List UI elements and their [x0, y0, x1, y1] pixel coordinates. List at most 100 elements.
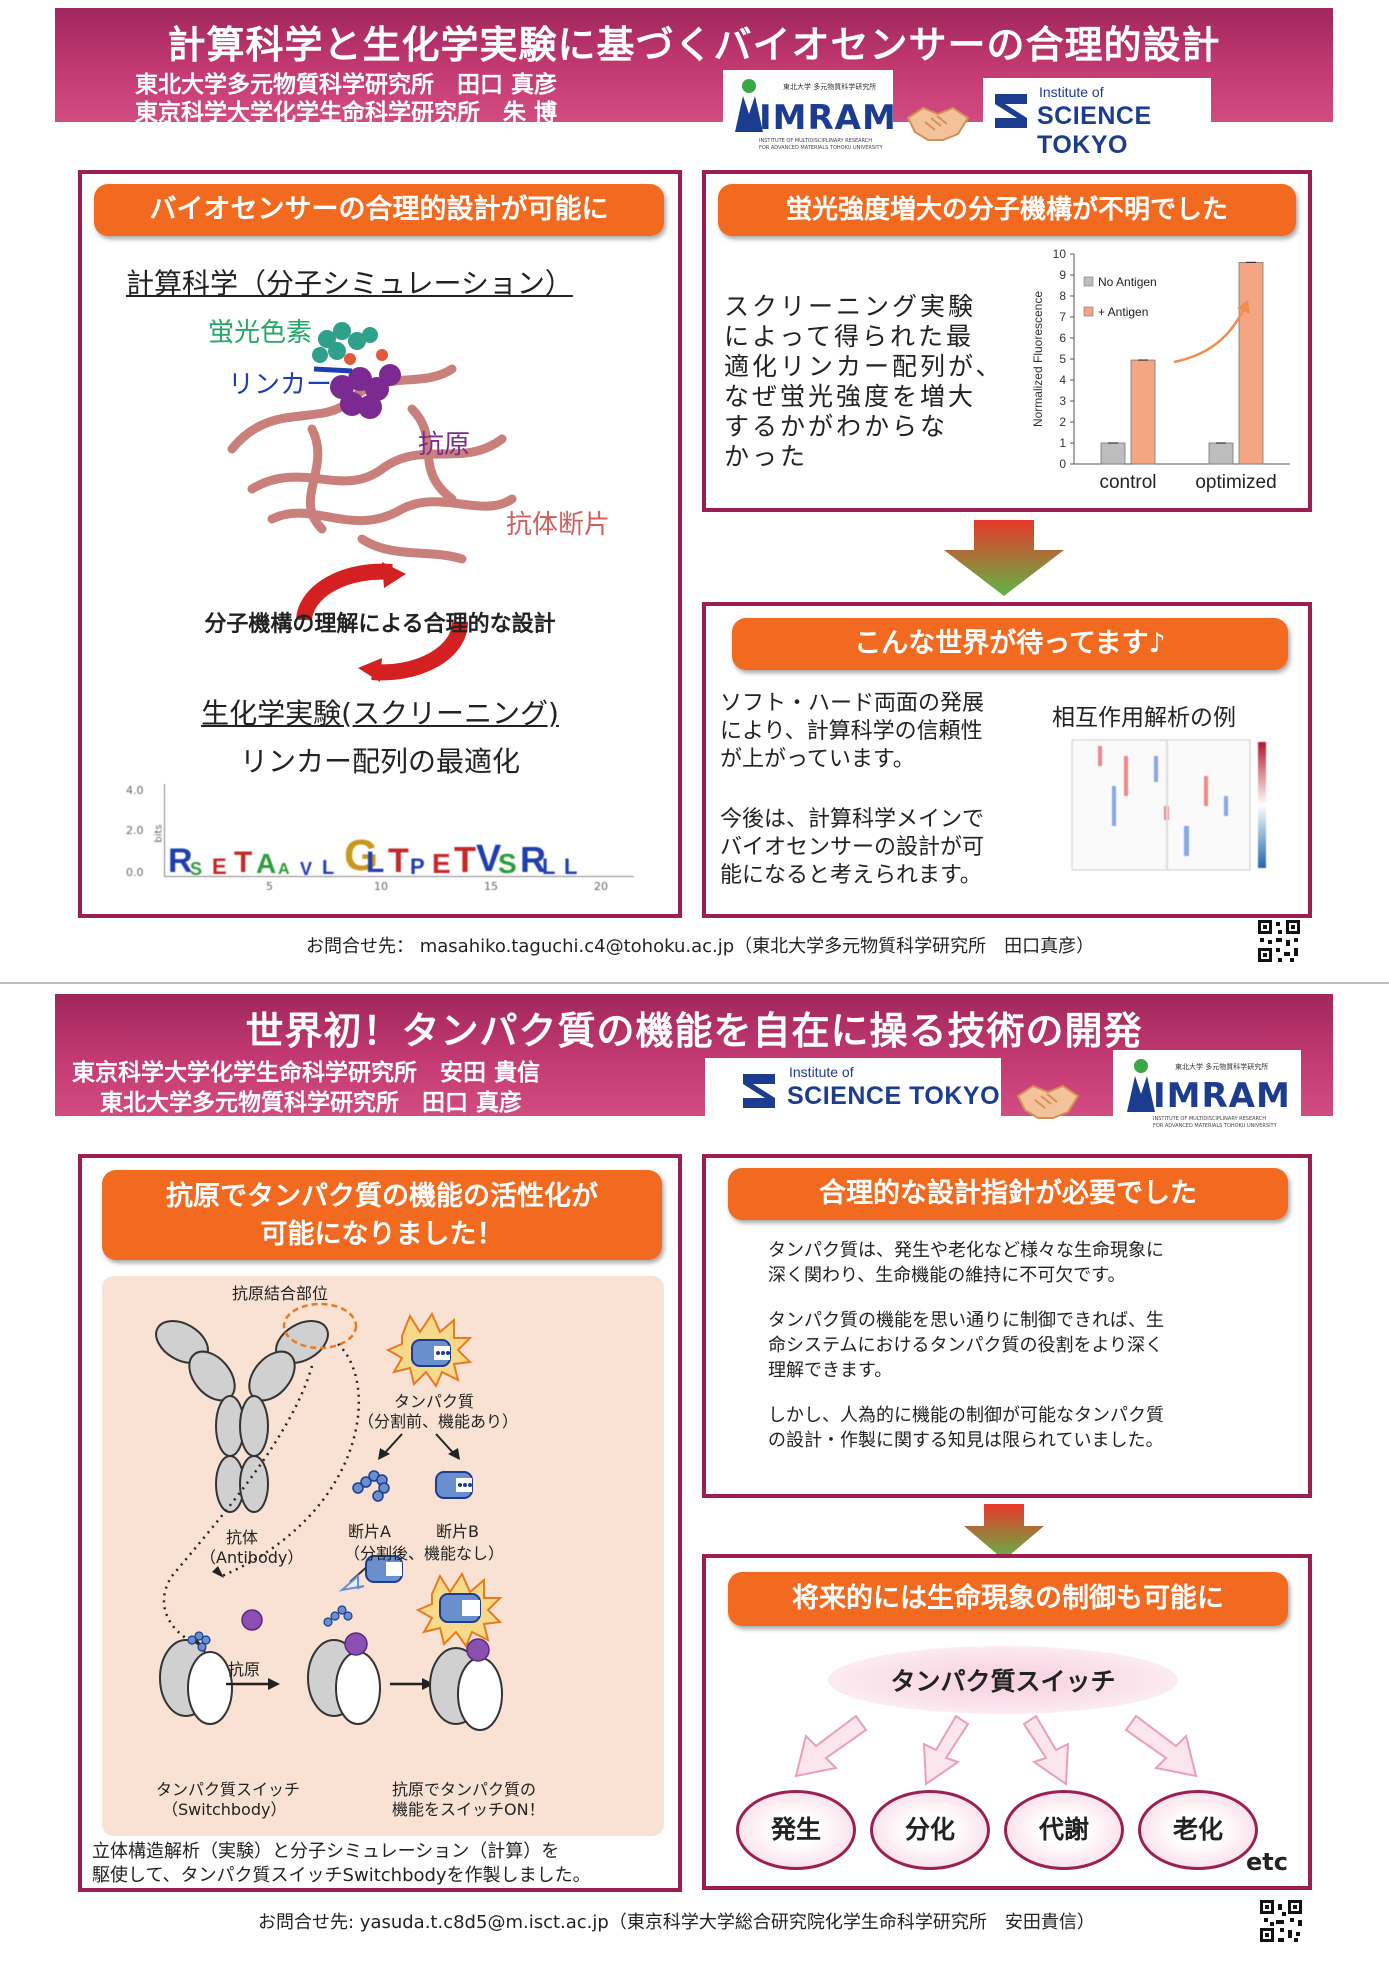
switchbody-illustration — [155, 1302, 503, 1731]
diagram-caption: 立体構造解析（実験）と分子シミュレーション（計算）を 駆使して、タンパク質スイッ… — [92, 1840, 591, 1888]
logo-letter: T — [454, 839, 476, 880]
caption-line: 立体構造解析（実験）と分子シミュレーション（計算）を — [92, 1841, 560, 1862]
chart-trend-arrow — [1173, 307, 1246, 364]
imram-logo: 東北大学 多元物質科学研究所 IMRAM INSTITUTE OF MULTID… — [723, 70, 896, 154]
poster-section-biosensor: 計算科学と生化学実験に基づくバイオセンサーの合理的設計 東北大学多元物質科学研究… — [0, 0, 1389, 980]
logo-xtick: 5 — [266, 880, 273, 893]
chart-y-tick-label: 6 — [1059, 331, 1066, 345]
body-line: するかがわからな — [724, 412, 949, 441]
chart-y-tick-label: 8 — [1059, 289, 1066, 303]
logo-letter: P — [410, 854, 425, 879]
section2-banner: 世界初！タンパク質の機能を自在に操る技術の開発 東京科学大学化学生命科学研究所 … — [55, 994, 1333, 1130]
para-line: ソフト・ハード両面の発展 — [720, 691, 985, 716]
science-tokyo-inst: Institute of — [789, 1064, 854, 1080]
down-arrow-icon — [944, 520, 1064, 596]
science-tokyo-name: SCIENCE TOKYO — [787, 1082, 1001, 1110]
linker-label: リンカー — [228, 370, 333, 400]
chart-y-tick-label: 7 — [1059, 310, 1066, 324]
logo-ylabel: bits — [153, 824, 165, 843]
mechanism-unknown-panel: 蛍光強度増大の分子機構が不明でした スクリーニング実験 によって得られた最 適化… — [702, 170, 1312, 512]
life-process-item: 老化 — [1138, 1790, 1258, 1870]
chart-legend-label: + Antigen — [1098, 305, 1148, 319]
logo-xtick: 15 — [484, 880, 498, 893]
logo-letter: T — [234, 846, 253, 879]
life-process-item: 発生 — [736, 1790, 856, 1870]
experiment-label: 生化学実験(スクリーニング) — [201, 697, 559, 730]
chart-bar — [1100, 442, 1126, 465]
imram-emblem-icon — [735, 79, 763, 132]
logo-letter: A — [278, 861, 290, 878]
fragment-b-label: 断片B — [436, 1522, 479, 1541]
qr-code-icon — [1256, 918, 1302, 964]
section1-contact: お問合せ先： masahiko.taguchi.c4@tohoku.ac.jp（… — [306, 936, 1095, 957]
section2-title: 世界初！タンパク質の機能を自在に操る技術の開発 — [245, 1009, 1143, 1053]
section2-contact: お問合せ先: yasuda.t.c8d5@m.isct.ac.jp（東京科学大学… — [258, 1912, 1095, 1933]
section1-banner: 計算科学と生化学実験に基づくバイオセンサーの合理的設計 東北大学多元物質科学研究… — [55, 8, 1333, 159]
imram-logo: 東北大学 多元物質科学研究所 IMRAM INSTITUTE OF MULTID… — [1113, 1050, 1301, 1130]
science-tokyo-emblem-icon — [995, 94, 1027, 128]
protein-switch-label: タンパク質スイッチ — [890, 1667, 1116, 1696]
handshake-icon — [1016, 1084, 1080, 1119]
logo-letter: L — [322, 857, 335, 879]
section1-author1: 東北大学多元物質科学研究所 田口 真彦 — [135, 72, 558, 98]
switch-on-label-2: 機能をスイッチON！ — [392, 1800, 545, 1819]
chart-legend-label: No Antigen — [1098, 275, 1157, 289]
protein-structure-figure — [227, 322, 517, 564]
imram-small-text: 東北大学 多元物質科学研究所 — [783, 83, 877, 91]
section2-author1: 東京科学大学化学生命科学研究所 安田 貴信 — [72, 1060, 541, 1086]
switchbody-label-en: （Switchbody） — [162, 1800, 287, 1819]
chart-trend-arrowhead — [1237, 300, 1250, 314]
guideline-text: タンパク質は、発生や老化など様々な生命現象に 深く関わり、生命機能の維持に不可欠… — [768, 1238, 1164, 1453]
imram-word: IMRAM — [1153, 1076, 1291, 1116]
para-line: バイオセンサーの設計が可 — [720, 835, 985, 860]
logo-letter: A — [256, 848, 277, 879]
logo-letter: L — [366, 846, 385, 879]
antigen-label: 抗原 — [418, 430, 471, 460]
optimization-label: リンカー配列の最適化 — [239, 745, 520, 778]
future-world-heading: こんな世界が待ってます♪ — [732, 618, 1288, 670]
logo-letter: V — [476, 838, 502, 880]
chart-y-tick-label: 0 — [1059, 457, 1066, 471]
logo-letter: V — [300, 859, 313, 879]
imram-sub1: INSTITUTE OF MULTIDISCIPLINARY RESEARCH — [1153, 1116, 1266, 1122]
imram-emblem-icon — [1127, 1059, 1155, 1112]
branch-arrows-icon — [794, 1714, 1198, 1786]
computational-label: 計算科学（分子シミュレーション） — [126, 267, 573, 300]
logo-letter: L — [564, 854, 578, 879]
fluorophore-label: 蛍光色素 — [208, 318, 313, 348]
text-line: タンパク質の機能を思い通りに制御できれば、生 — [768, 1310, 1164, 1331]
handshake-icon — [906, 106, 970, 141]
section2-author2: 東北大学多元物質科学研究所 田口 真彦 — [100, 1090, 523, 1116]
switch-on-label: 抗原でタンパク質の — [392, 1780, 537, 1799]
imram-word: IMRAM — [759, 98, 897, 138]
life-process-item: 代謝 — [1004, 1790, 1124, 1870]
future-para2: 今後は、計算科学メインで バイオセンサーの設計が可 能になると考えられます。 — [720, 806, 984, 890]
logo-ytick: 0.0 — [126, 866, 144, 879]
caption-line: 駆使して、タンパク質スイッチSwitchbodyを作製しました。 — [92, 1865, 591, 1886]
text-line: しかし、人為的に機能の制御が可能なタンパク質 — [768, 1405, 1164, 1426]
mechanism-body: スクリーニング実験 によって得られた最 適化リンカー配列が、 なぜ蛍光強度を増大… — [724, 292, 1004, 472]
science-tokyo-name: SCIENCE TOKYO — [1037, 102, 1152, 159]
antigen-label: 抗原 — [228, 1660, 261, 1679]
chart-y-tick-label: 2 — [1059, 415, 1066, 429]
para-line: 今後は、計算科学メインで — [720, 807, 985, 832]
body-line: スクリーニング実験 — [724, 292, 977, 321]
chart-x-tick-label: control — [1099, 472, 1156, 493]
chart-y-tick-label: 9 — [1059, 268, 1066, 282]
logo-letter: E — [432, 848, 451, 879]
chart-bar — [1130, 359, 1156, 465]
logo-letter: R — [168, 842, 193, 880]
para-line: が上がっています。 — [720, 747, 915, 772]
interaction-heatmap — [1071, 739, 1266, 871]
chart-bar — [1238, 261, 1264, 465]
chart-y-tick-label: 3 — [1059, 394, 1066, 408]
imram-sub1: INSTITUTE OF MULTIDISCIPLINARY RESEARCH — [759, 138, 872, 144]
body-line: なぜ蛍光強度を増大 — [724, 382, 977, 411]
mechanism-heading: 蛍光強度増大の分子機構が不明でした — [718, 184, 1296, 236]
text-line: 理解できます。 — [768, 1360, 893, 1381]
chart-bar — [1208, 442, 1234, 465]
logo-letter: G — [344, 831, 379, 880]
design-cycle-label: 分子機構の理解による合理的な設計 — [204, 612, 556, 637]
text-line: タンパク質は、発生や老化など様々な生命現象に — [768, 1240, 1164, 1261]
